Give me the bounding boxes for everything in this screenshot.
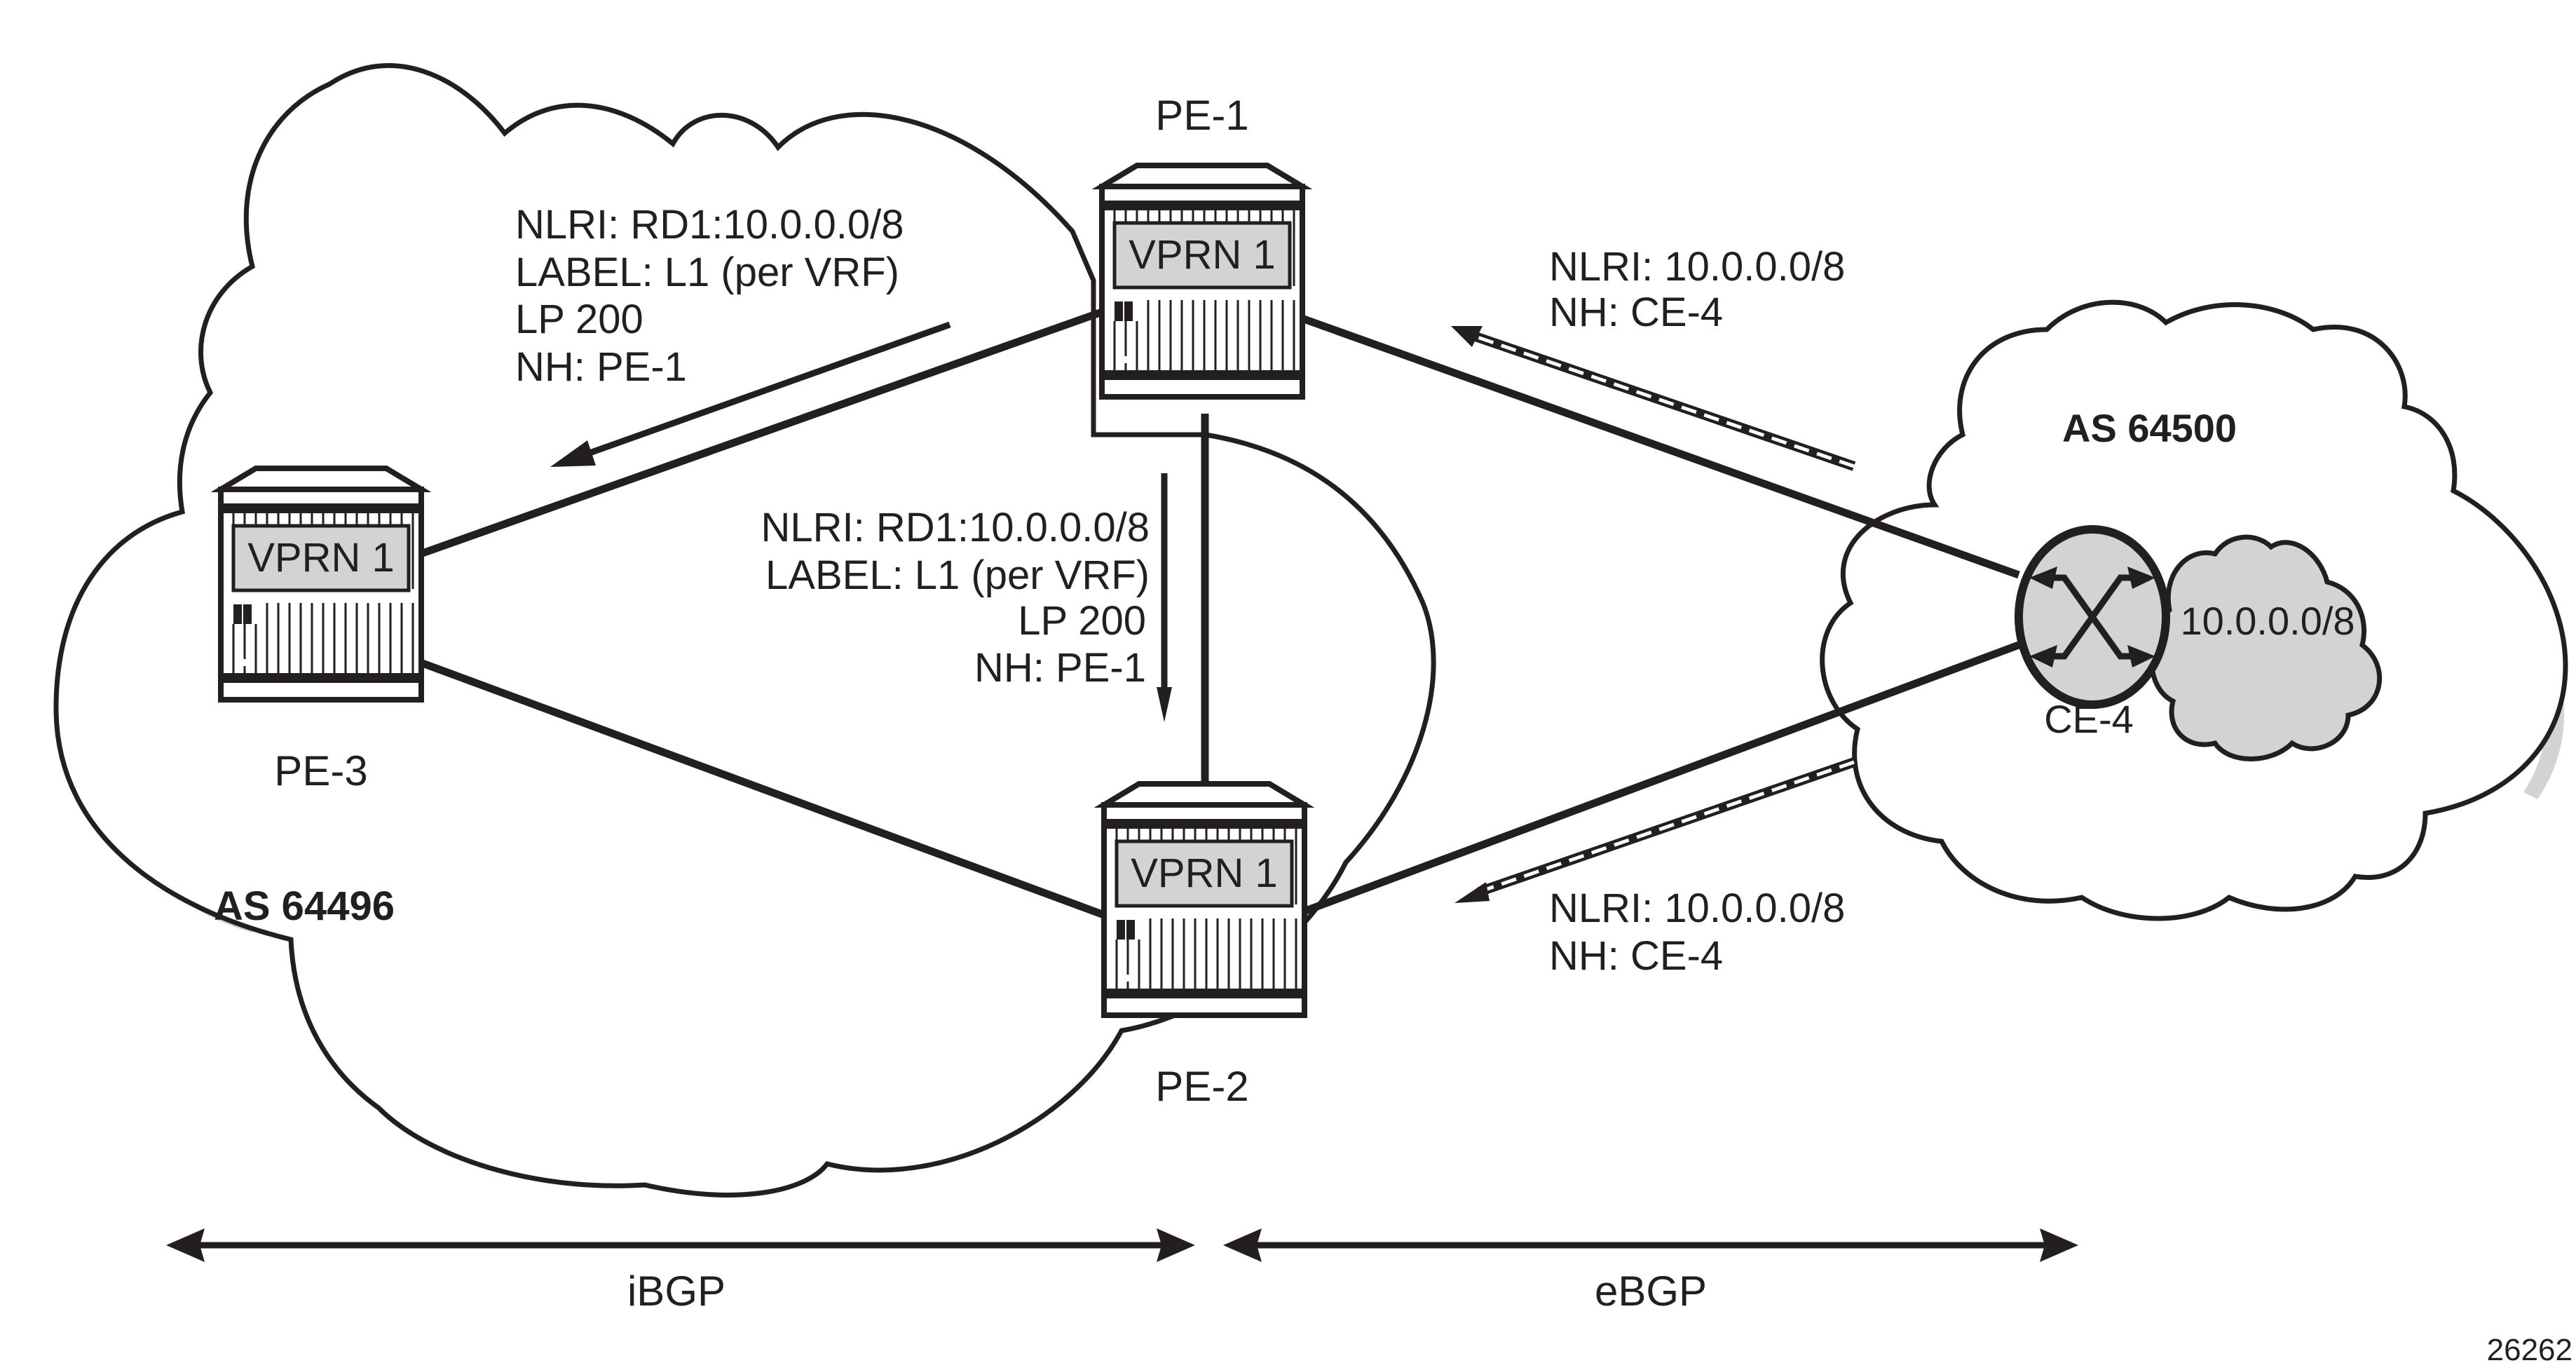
as-label-right: AS 64500 [2062,406,2237,450]
link-pe1-ce4 [1302,315,2020,579]
ebgp-span: eBGP [1223,1228,2078,1315]
update-line: LP 200 [515,297,643,342]
update-line: NH: CE-4 [1549,290,1723,335]
update-pe1-to-pe2: NLRI: RD1:10.0.0.0/8 LABEL: L1 (per VRF)… [761,473,1172,722]
router-name-pe3: PE-3 [274,747,367,794]
update-line: LABEL: L1 (per VRF) [515,250,899,295]
arrow-head [1454,882,1490,903]
update-line: NLRI: RD1:10.0.0.0/8 [761,505,1150,550]
arrow-head [1157,687,1172,722]
as-label-left: AS 64496 [214,883,395,929]
arrow-head-left [1223,1228,1262,1262]
ce4-prefix-cloud: 10.0.0.0/8 [2148,534,2383,761]
arrow-head [550,440,596,467]
update-line: LABEL: L1 (per VRF) [765,552,1150,598]
ce4-prefix-label: 10.0.0.0/8 [2180,599,2354,643]
update-line: NLRI: 10.0.0.0/8 [1549,886,1845,931]
update-arrow-pe1-pe3 [580,321,951,459]
router-service-label: VPRN 1 [247,535,395,581]
update-line: NH: PE-1 [974,645,1146,691]
dashed-arrow-inner [1478,760,1855,894]
ibgp-span: iBGP [166,1228,1195,1315]
dashed-arrow-inner [1475,334,1855,468]
link-pe2-ce4 [1302,641,2020,916]
link-pe1-pe3 [419,308,1103,558]
update-line: NLRI: RD1:10.0.0.0/8 [515,202,904,247]
router-service-label: VPRN 1 [1131,850,1278,896]
arrow-head-right [2040,1228,2078,1262]
router-service-label: VPRN 1 [1129,232,1276,278]
ce4-name: CE-4 [2044,697,2134,741]
update-line: NH: PE-1 [515,344,687,390]
update-line: LP 200 [1018,598,1146,644]
update-ce4-to-pe1: NLRI: 10.0.0.0/8 NH: CE-4 [1451,244,1856,471]
router-pe3[interactable]: VPRN 1 [221,468,421,700]
arrow-head [1451,326,1483,347]
arrow-head-left [166,1228,205,1262]
update-ce4-to-pe2: NLRI: 10.0.0.0/8 NH: CE-4 [1454,757,1856,979]
link-pe3-pe2 [419,658,1105,919]
figure-number: 26262 [2487,1333,2572,1367]
ebgp-label: eBGP [1595,1268,1707,1315]
router-pe2[interactable]: VPRN 1 [1104,784,1304,1015]
router-pe1[interactable]: VPRN 1 [1102,165,1302,397]
update-line: NLRI: 10.0.0.0/8 [1549,244,1845,290]
links [419,308,2020,919]
update-pe1-to-pe3: NLRI: RD1:10.0.0.0/8 LABEL: L1 (per VRF)… [515,202,951,467]
arrow-head-right [1157,1228,1195,1262]
ibgp-label: iBGP [627,1268,725,1315]
ce4-router[interactable] [2015,525,2170,709]
update-line: NH: CE-4 [1549,933,1723,979]
router-name-pe2: PE-2 [1155,1063,1248,1110]
router-name-pe1: PE-1 [1155,92,1248,139]
